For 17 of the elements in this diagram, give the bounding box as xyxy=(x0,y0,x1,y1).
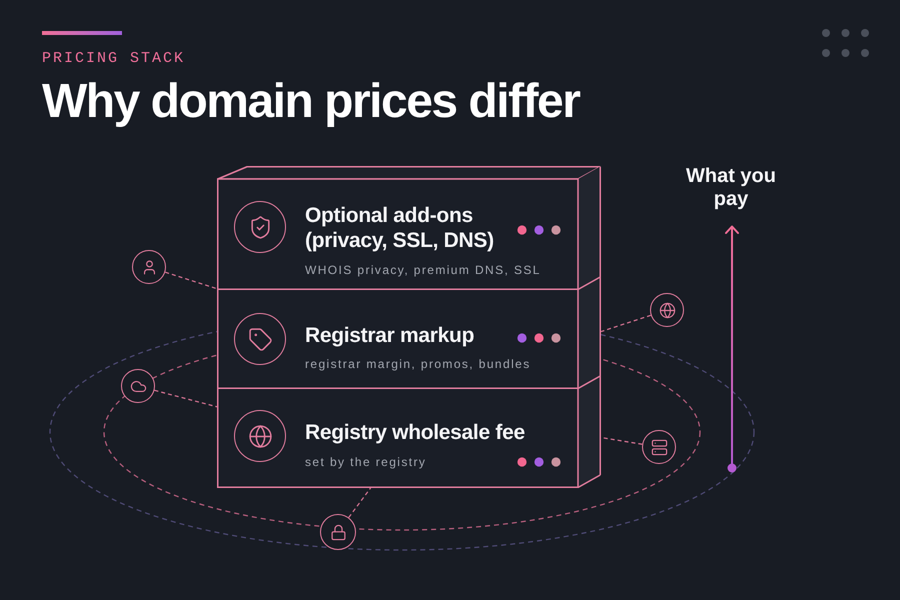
layer-description: registrar margin, promos, bundles xyxy=(305,356,532,372)
axis-label: What you pay xyxy=(685,165,777,211)
stack-layer xyxy=(217,389,601,488)
layer-description: set by the registry xyxy=(305,454,428,470)
dashed-connector xyxy=(600,314,652,332)
stack-layer xyxy=(217,290,601,389)
layer-title: Optional add-ons (privacy, SSL, DNS) xyxy=(305,203,495,253)
dashed-connector xyxy=(165,272,218,290)
eyebrow-label: PRICING STACK xyxy=(42,50,186,68)
stack-layer xyxy=(217,166,601,290)
dashed-connector xyxy=(154,390,218,408)
title: Why domain prices differ xyxy=(42,74,580,130)
dashed-connector xyxy=(600,436,642,445)
layer-description: WHOIS privacy, premium DNS, SSL xyxy=(305,262,542,278)
dashed-connector xyxy=(348,488,372,518)
layer-title: Registry wholesale fee xyxy=(305,420,526,445)
layer-title: Registrar markup xyxy=(305,323,476,348)
